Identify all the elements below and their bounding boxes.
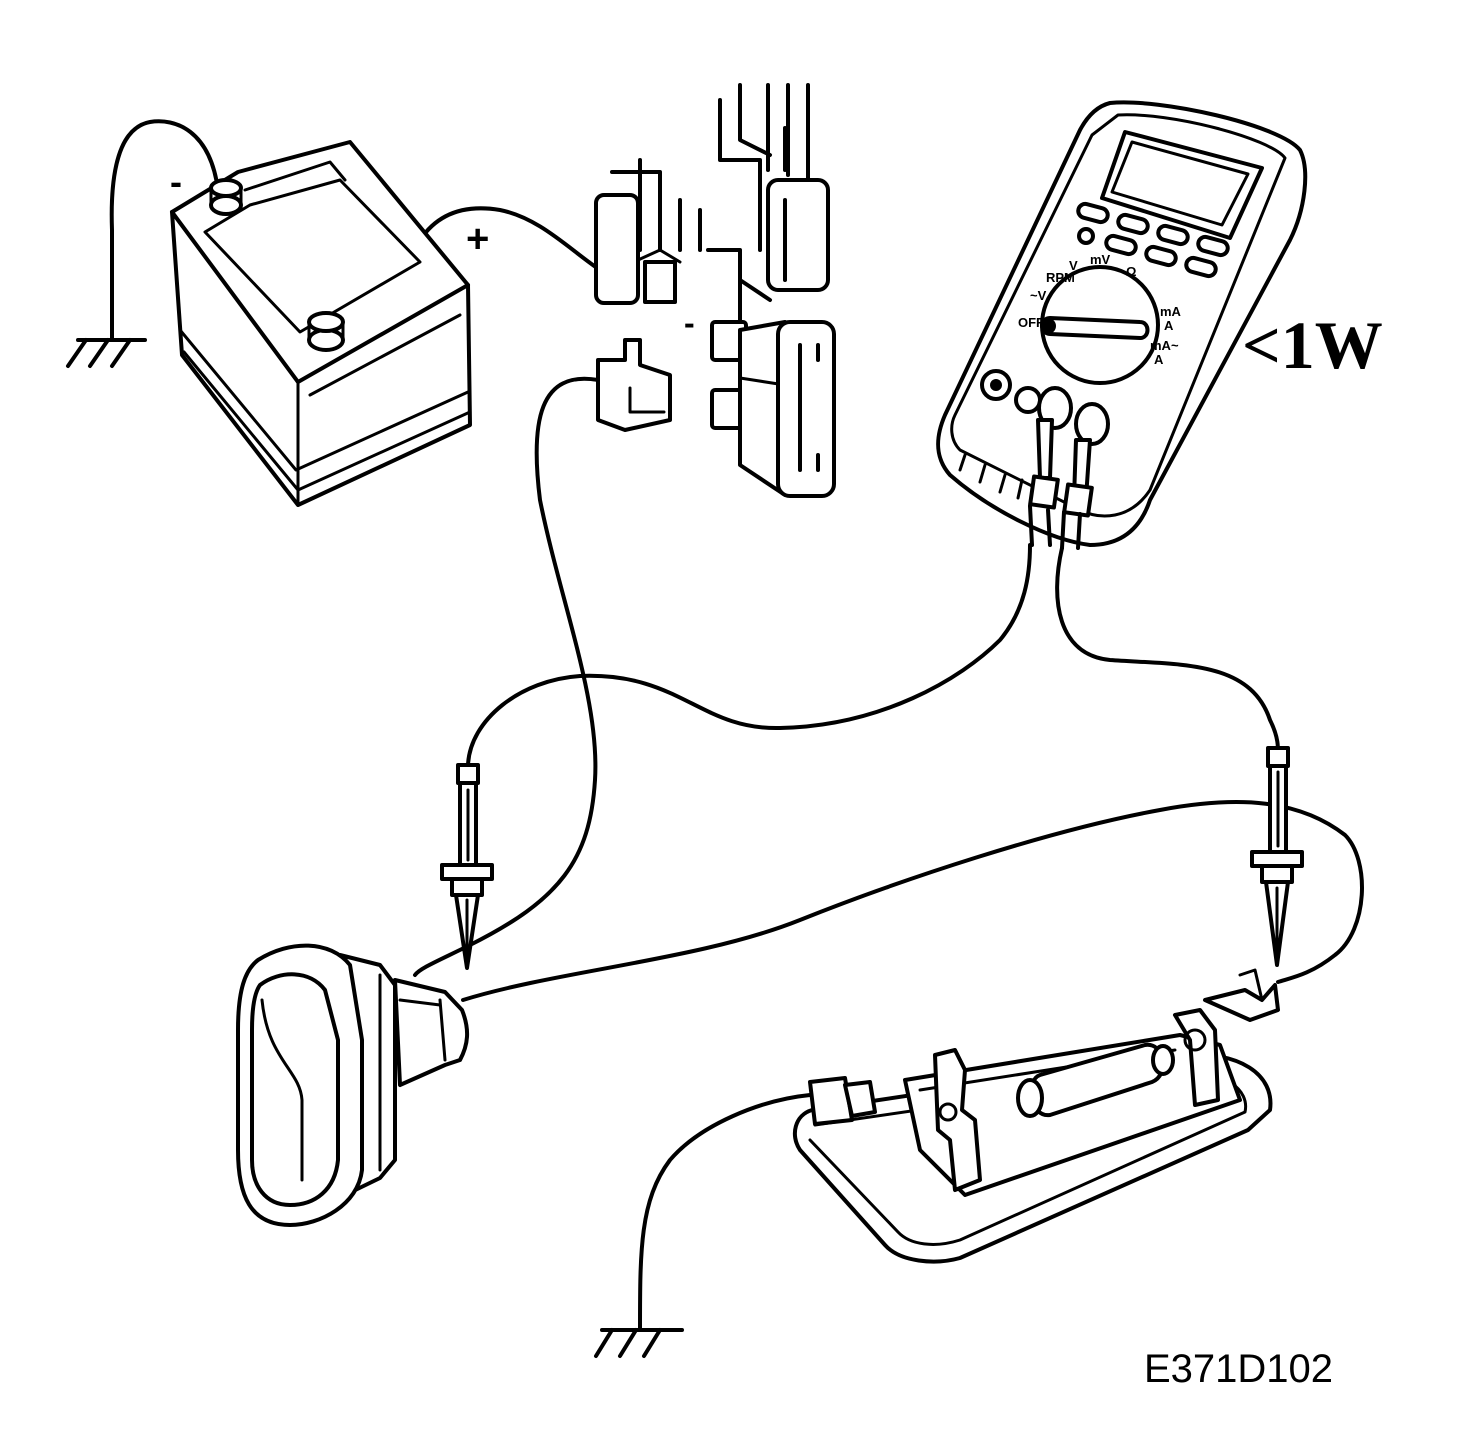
dial-label-acv: ~V [1030,288,1047,303]
dial-label-mv: mV [1090,252,1111,267]
switch-to-lamp-wire [461,800,1364,1002]
meter-probe-lead-left [466,543,1032,767]
ground-symbol-top [66,338,147,368]
lamp-ground-wire [638,1093,812,1332]
door-switch [236,943,469,1227]
courtesy-lamp [792,968,1280,1264]
dial-label-ma-ac: mA~ [1150,338,1179,353]
blade-fuse [776,320,836,498]
dial-label-a-ac: A [1154,352,1164,367]
ground-symbol-bottom [594,1328,684,1358]
lamp-terminal-left [808,1076,854,1126]
fuse-negative-label: - [684,305,695,341]
figure-code: E371D102 [1144,1347,1333,1391]
multimeter-display [1100,130,1264,240]
test-probe-left [440,763,494,970]
battery-negative-label: - [170,161,182,202]
battery [170,140,472,507]
fuse-box [594,83,836,498]
resistance-reading-label: <1W [1242,307,1383,383]
fuse-socket-upper [594,193,640,305]
meter-probe-lead-right [1055,546,1281,772]
fuse-socket-lower [596,338,672,432]
dial-label-off: OFF [1018,315,1044,330]
battery-ground-wire [109,119,220,342]
dial-label-v: V [1069,258,1078,273]
battery-positive-label: + [466,217,489,261]
dial-label-rpm: RPM [1046,270,1075,285]
test-probe-right [1250,746,1304,967]
multimeter-dial-labels: V RPM mV Ω ~V OFF mA A mA~ A [1018,252,1182,367]
lamp-terminal-right [1203,983,1280,1022]
dial-label-a-dc: A [1164,318,1174,333]
multimeter [936,100,1308,550]
dial-label-ma-dc: mA [1160,304,1182,319]
battery-negative-terminal [209,194,243,216]
dial-label-ohm: Ω [1126,264,1136,279]
